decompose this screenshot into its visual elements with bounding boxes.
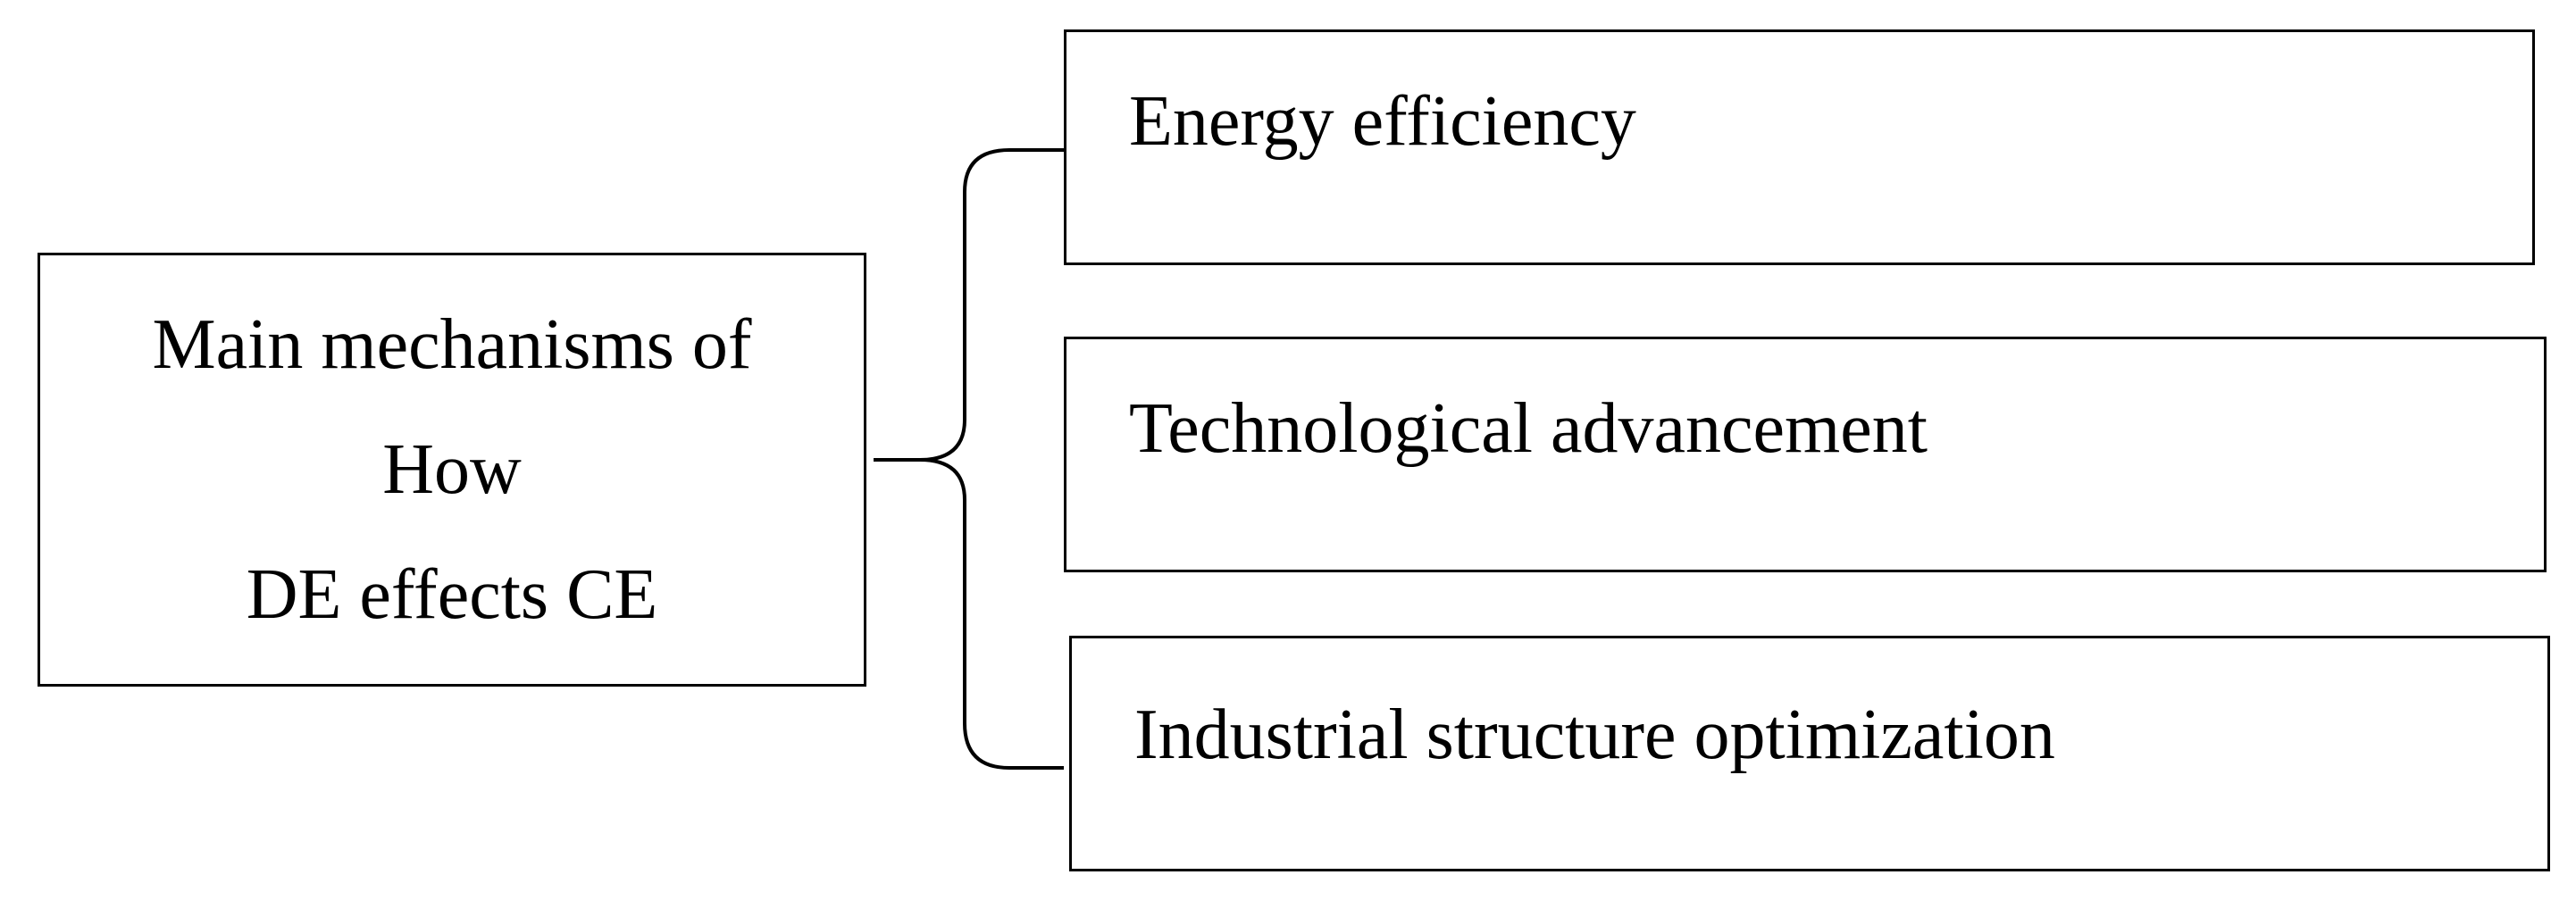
main-title-line-2: How [382, 430, 522, 509]
mechanism-label: Energy efficiency [1129, 82, 1636, 161]
mechanism-label: Technological advancement [1129, 389, 1928, 468]
mechanism-label: Industrial structure optimization [1134, 696, 2055, 774]
main-title-line-1: Main mechanisms of [152, 305, 752, 384]
bracket-upper-arm [919, 148, 1064, 462]
mechanism-box-industrial-structure-optimization: Industrial structure optimization [1069, 636, 2550, 871]
mechanism-box-energy-efficiency: Energy efficiency [1064, 29, 2535, 265]
main-title-line-3: DE effects CE [246, 555, 658, 634]
mechanism-box-technological-advancement: Technological advancement [1064, 337, 2547, 572]
bracket-stem [874, 458, 1064, 770]
main-mechanisms-box: Main mechanisms of How DE effects CE [38, 253, 866, 687]
